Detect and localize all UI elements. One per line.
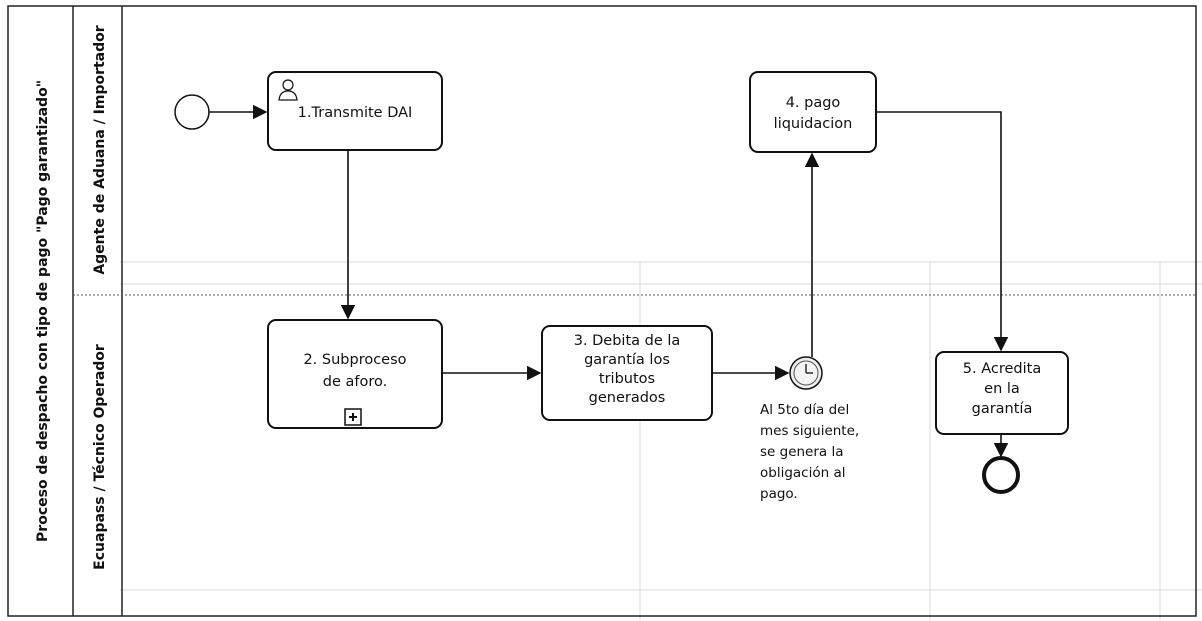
flow-t4-to-t5 [876, 111, 1009, 352]
task-label-line: garantía [972, 401, 1033, 417]
task-label-line: liquidacion [774, 116, 853, 132]
task-label-line: 4. pago [786, 95, 841, 111]
task-label-line: 5. Acredita [963, 361, 1041, 377]
timer-note-line: se genera la [760, 444, 844, 460]
timer-note-line: mes siguiente, [760, 423, 859, 439]
task-label-line: en la [984, 381, 1020, 397]
timer-note-line: obligación al [760, 465, 845, 481]
task-pago-liquidacion[interactable]: 4. pago liquidacion [749, 71, 877, 153]
timer-note-line: Al 5to día del [760, 402, 849, 418]
task-label-line: generados [589, 390, 666, 406]
pool-border [7, 5, 1197, 617]
lane-label-ecuapass: Ecuapass / Técnico Operador [92, 344, 108, 570]
start-event-icon[interactable] [174, 94, 210, 130]
timer-note-line: pago. [760, 486, 798, 502]
task-label-line: garantía los [584, 352, 670, 368]
task-label-line: de aforo. [323, 374, 387, 390]
task-debita-garantia[interactable]: 3. Debita de la garantía los tributos ge… [541, 325, 713, 421]
task-label: 1.Transmite DAI [298, 105, 413, 121]
task-label-line: tributos [599, 371, 655, 387]
end-event-icon[interactable] [982, 456, 1020, 494]
timer-event-icon[interactable] [789, 356, 823, 390]
sequence-flows [209, 104, 1009, 458]
task-subproceso-aforo[interactable]: 2. Subproceso de aforo. [267, 319, 443, 429]
task-label-line: 2. Subproceso [303, 352, 406, 368]
timer-note: Al 5to día del mes siguiente, se genera … [760, 402, 859, 502]
lane-label-agente: Agente de Aduana / Importador [92, 25, 108, 274]
background-scan [120, 261, 1202, 621]
task-transmite-dai[interactable]: 1.Transmite DAI [267, 71, 443, 151]
subprocess-marker-icon [344, 408, 362, 426]
task-acredita-garantia[interactable]: 5. Acredita en la garantía [935, 351, 1069, 435]
pool-title: Proceso de despacho con tipo de pago "Pa… [35, 80, 51, 542]
task-label-line: 3. Debita de la [574, 333, 681, 349]
user-task-icon [278, 79, 298, 101]
